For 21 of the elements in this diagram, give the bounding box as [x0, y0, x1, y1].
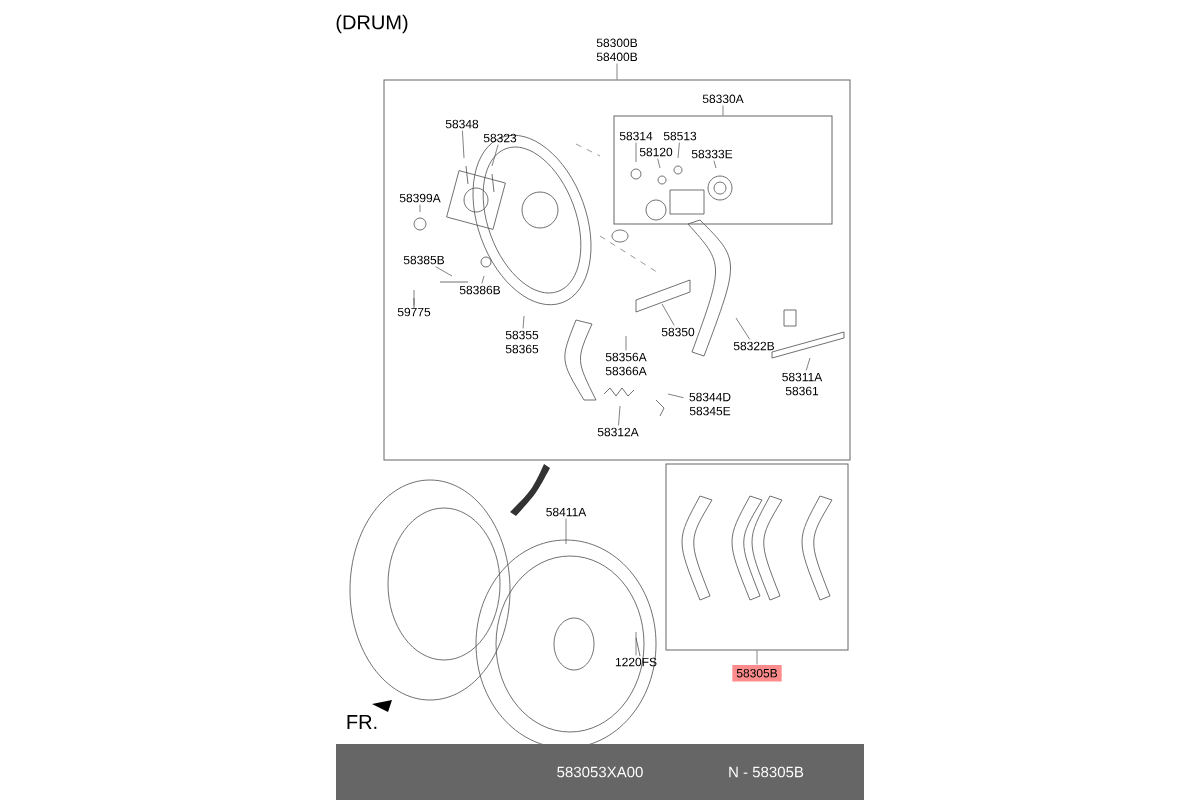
leader-line: [661, 303, 675, 326]
leader-line: [413, 289, 415, 306]
leader-line: [491, 144, 499, 167]
leader-line: [419, 204, 421, 213]
leader-line: [713, 160, 717, 169]
leader-line: [618, 405, 621, 426]
leader-line: [635, 631, 637, 656]
leader-line: [435, 266, 453, 277]
leader-line: [565, 518, 567, 545]
leader-line: [625, 335, 627, 351]
front-direction-label: FR.: [347, 715, 377, 729]
leader-line: [522, 315, 525, 329]
leader-line: [657, 158, 661, 169]
leader-line: [635, 142, 637, 163]
leader-line: [677, 142, 680, 159]
drum-type-note: (DRUM): [336, 14, 408, 34]
leader-line: [667, 393, 684, 399]
leader-line: [481, 275, 485, 284]
leader-line: [735, 317, 751, 340]
leader-line: [805, 357, 811, 371]
leader-line: [462, 130, 465, 159]
